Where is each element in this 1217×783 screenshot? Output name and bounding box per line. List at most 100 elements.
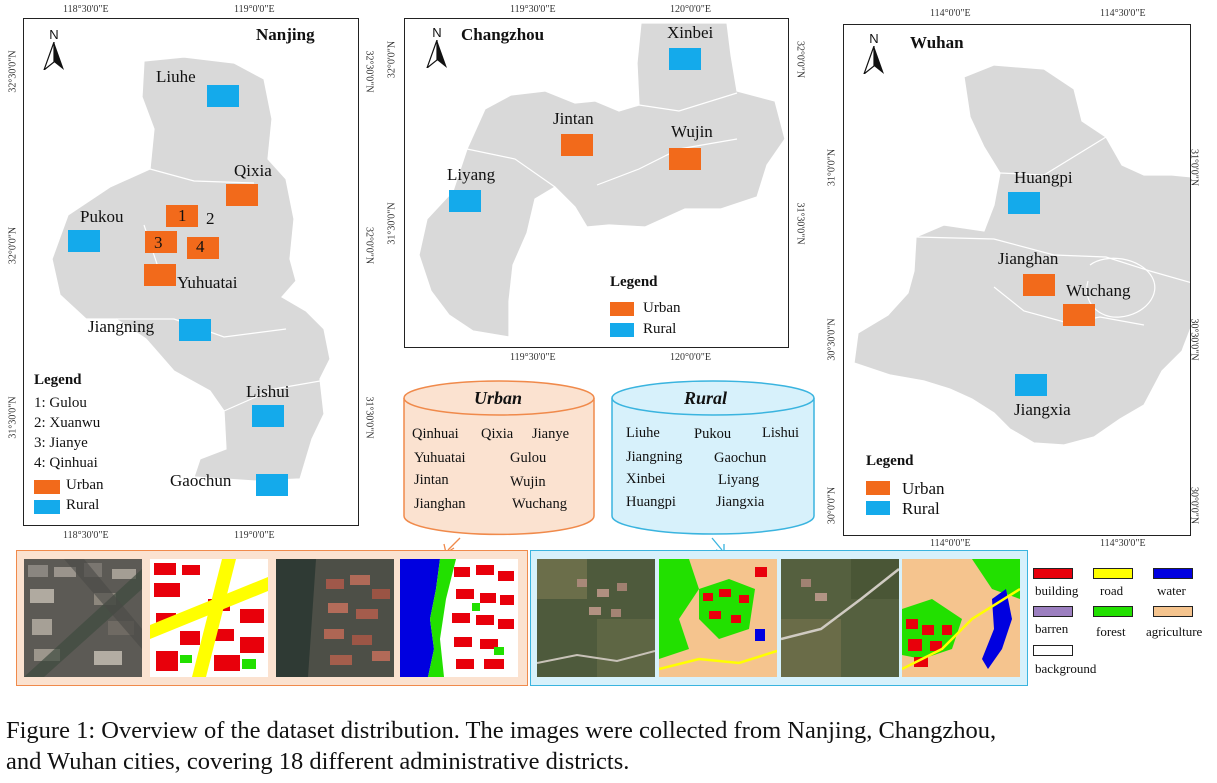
- changzhou-legend-urban: Urban: [643, 300, 681, 316]
- district-xinbei-label: Xinbei: [667, 23, 714, 42]
- district-jianghan-label: Jianghan: [998, 249, 1059, 268]
- district-jianghan-marker: [1023, 274, 1055, 296]
- nanjing-north-arrow: N: [40, 27, 68, 71]
- changzhou-tick-left: 32°0'0"N: [386, 40, 398, 79]
- district-lishui-label: Lishui: [246, 382, 290, 401]
- nanjing-tick-right: 32°0'0"N: [363, 226, 375, 265]
- class-key-forest: [1093, 606, 1133, 617]
- district-wuchang-label: Wuchang: [1066, 281, 1131, 300]
- district-jintan-marker: [561, 134, 593, 156]
- urban-cylinder-title: Urban: [474, 388, 523, 408]
- figure-caption-line-2: and Wuhan cities, covering 18 different …: [6, 748, 630, 775]
- urban-district: Qinhuai: [412, 426, 459, 442]
- urban-district: Wuchang: [512, 496, 567, 512]
- urban-district: Jianghan: [414, 496, 466, 512]
- district-qixia-label: Qixia: [234, 161, 272, 180]
- nanjing-map: N Nanjing Liuhe Qixia Pukou 1 2 3 4 Yuhu…: [23, 18, 359, 526]
- wuhan-title: Wuhan: [910, 33, 964, 52]
- class-key-barren: [1033, 606, 1073, 617]
- rural-aerial-image-2: [781, 559, 899, 677]
- wuhan-north-arrow: N: [860, 31, 888, 75]
- class-label-background: background: [1035, 661, 1097, 676]
- wuhan-legend-urban: Urban: [902, 479, 945, 498]
- district-gaochun-marker: [256, 474, 288, 496]
- rural-label-image-2: [902, 559, 1020, 677]
- north-arrow-icon: [43, 42, 64, 70]
- class-label-agriculture: agriculture: [1146, 624, 1203, 639]
- changzhou-legend-rural-swatch: [610, 323, 634, 337]
- wuhan-legend-title: Legend: [866, 453, 914, 469]
- urban-district: Yuhuatai: [414, 450, 466, 466]
- district-liyang-marker: [449, 190, 481, 212]
- district-1-number: 1: [178, 206, 187, 225]
- class-label-water: water: [1157, 583, 1186, 598]
- nanjing-tick-right: 32°30'0"N: [363, 50, 375, 93]
- nanjing-legend-item: 4: Qinhuai: [34, 455, 98, 471]
- urban-district: Jintan: [414, 472, 449, 488]
- district-gulou-marker: [166, 205, 198, 227]
- district-jiangxia-marker: [1015, 374, 1047, 396]
- nanjing-tick-top: 118°30'0"E: [63, 4, 109, 15]
- nanjing-legend-rural-swatch: [34, 500, 60, 514]
- north-arrow-icon: [863, 46, 884, 74]
- district-lishui-marker: [252, 405, 284, 427]
- rural-cylinder-title: Rural: [684, 388, 728, 408]
- wuhan-tick-right: 31°0'0"N: [1188, 148, 1200, 187]
- wuhan-legend-urban-swatch: [866, 481, 890, 495]
- changzhou-tick-top: 119°30'0"E: [510, 4, 556, 15]
- wuhan-tick-bottom: 114°0'0"E: [930, 538, 971, 549]
- wuhan-tick-left: 31°0'0"N: [826, 148, 838, 187]
- district-gaochun-label: Gaochun: [170, 471, 232, 490]
- class-label-barren: barren: [1035, 621, 1069, 636]
- district-liuhe-label: Liuhe: [156, 67, 196, 86]
- urban-district: Qixia: [481, 426, 514, 442]
- class-key-water: [1153, 568, 1193, 579]
- nanjing-legend-rural: Rural: [66, 497, 100, 513]
- class-key-building: [1033, 568, 1073, 579]
- district-liuhe-marker: [207, 85, 239, 107]
- urban-aerial-image-2: [276, 559, 394, 677]
- rural-district: Pukou: [694, 426, 732, 442]
- changzhou-tick-left: 31°30'0"N: [386, 202, 398, 245]
- district-jiangxia-label: Jiangxia: [1014, 400, 1071, 419]
- urban-district: Gulou: [510, 450, 547, 466]
- changzhou-legend-urban-swatch: [610, 302, 634, 316]
- urban-cylinder: [403, 380, 595, 554]
- changzhou-tick-bottom: 119°30'0"E: [510, 352, 556, 363]
- wuhan-legend-rural: Rural: [902, 499, 940, 518]
- nanjing-legend-urban: Urban: [66, 477, 104, 493]
- rural-aerial-image-1: [537, 559, 655, 677]
- changzhou-tick-bottom: 120°0'0"E: [670, 352, 711, 363]
- urban-district: Wujin: [510, 474, 546, 490]
- district-liyang-label: Liyang: [447, 165, 496, 184]
- district-yuhuatai-marker: [144, 264, 176, 286]
- nanjing-legend-item: 2: Xuanwu: [34, 415, 101, 431]
- district-pukou-marker: [68, 230, 100, 252]
- district-jianye-marker: [145, 231, 177, 253]
- district-pukou-label: Pukou: [80, 207, 124, 226]
- nanjing-title: Nanjing: [256, 25, 315, 44]
- class-label-forest: forest: [1096, 624, 1126, 639]
- district-3-number: 3: [154, 233, 163, 252]
- rural-district: Xinbei: [626, 471, 666, 487]
- district-wujin-label: Wujin: [671, 122, 713, 141]
- nanjing-tick-left: 32°0'0"N: [7, 226, 19, 265]
- district-2-number: 2: [206, 209, 215, 228]
- wuhan-tick-bottom: 114°30'0"E: [1100, 538, 1146, 549]
- wuhan-tick-right: 30°0'0"N: [1188, 486, 1200, 525]
- class-key-agriculture: [1153, 606, 1193, 617]
- changzhou-tick-right: 32°0'0"N: [794, 40, 806, 79]
- nanjing-legend-urban-swatch: [34, 480, 60, 494]
- district-jiangning-marker: [179, 319, 211, 341]
- north-label: N: [432, 25, 442, 40]
- changzhou-tick-top: 120°0'0"E: [670, 4, 711, 15]
- changzhou-tick-right: 31°30'0"N: [794, 202, 806, 245]
- district-wujin-marker: [669, 148, 701, 170]
- wuhan-tick-right: 30°30'0"N: [1188, 318, 1200, 361]
- nanjing-tick-right: 31°30'0"N: [363, 396, 375, 439]
- changzhou-legend-rural: Rural: [643, 321, 677, 337]
- rural-district: Liuhe: [626, 425, 660, 441]
- nanjing-legend-item: 3: Jianye: [34, 435, 88, 451]
- nanjing-tick-bottom: 119°0'0"E: [234, 530, 275, 541]
- district-qinhuai-marker: [187, 237, 219, 259]
